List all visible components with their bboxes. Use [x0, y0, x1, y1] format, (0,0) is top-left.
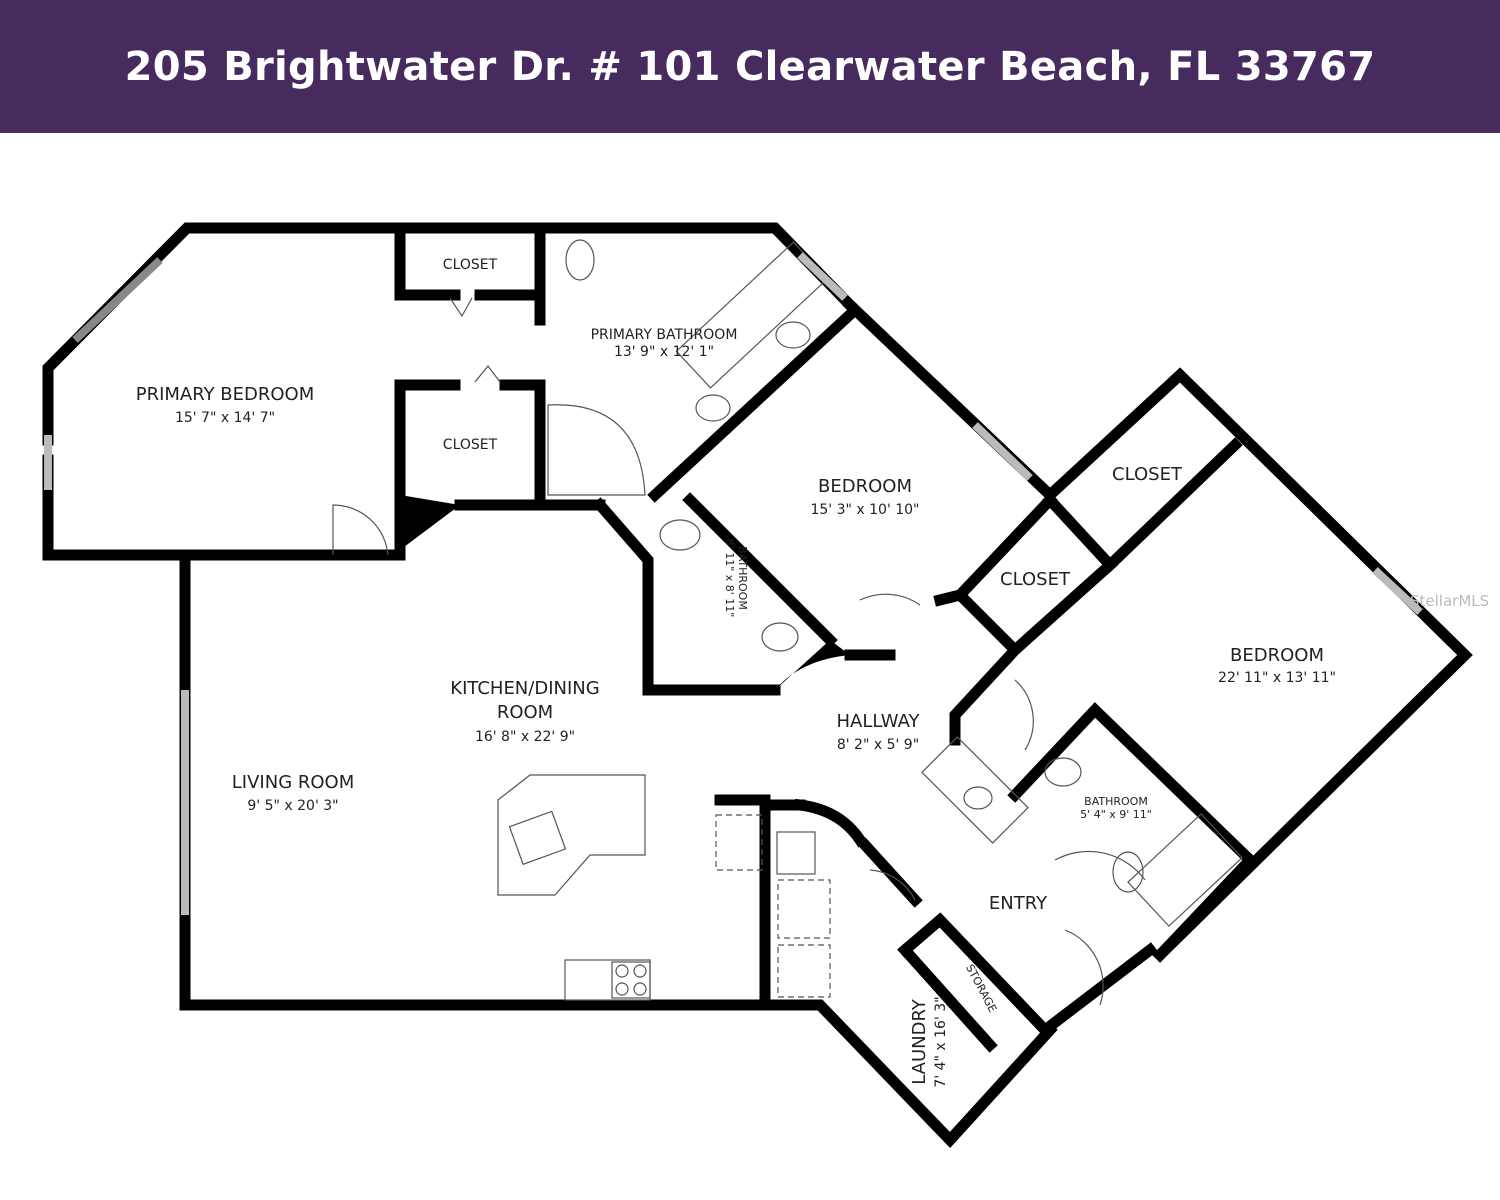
island-sink-icon	[508, 810, 567, 866]
fridge-icon	[715, 814, 763, 871]
primary-bathroom-dims: 13' 9" x 12' 1"	[614, 344, 714, 360]
living-room-dims: 9' 5" x 20' 3"	[247, 798, 338, 814]
bathtub-icon	[547, 404, 646, 496]
hall-vanity	[921, 736, 1029, 844]
room-labels: PRIMARY BEDROOM 15' 7" x 14' 7" CLOSET C…	[136, 257, 1336, 1088]
watermark: StellarMLS	[1410, 592, 1489, 610]
laundry-dims: 7' 4" x 16' 3"	[933, 996, 949, 1087]
closet-label: CLOSET	[1000, 569, 1071, 590]
closet-label: CLOSET	[1112, 464, 1183, 485]
laundry-sink-icon	[776, 831, 816, 875]
sink-icon	[1044, 757, 1082, 787]
fixtures	[497, 239, 1243, 1001]
primary-bedroom-label: PRIMARY BEDROOM	[136, 384, 315, 405]
closet-label: CLOSET	[443, 437, 498, 453]
entry-label: ENTRY	[989, 893, 1048, 914]
interior-walls	[394, 229, 1258, 1053]
toilet-icon	[1112, 851, 1144, 893]
hallway-dims: 8' 2" x 5' 9"	[837, 737, 919, 753]
toilet-icon	[659, 519, 701, 551]
bathroom-dims: 8' 11" x 8' 11"	[723, 539, 736, 618]
primary-bedroom-dims: 15' 7" x 14' 7"	[175, 410, 275, 426]
sink-icon	[761, 622, 799, 652]
hallway-label: HALLWAY	[837, 711, 921, 732]
bathroom-dims: 5' 4" x 9' 11"	[1080, 808, 1152, 821]
address-title: 205 Brightwater Dr. # 101 Clearwater Bea…	[124, 43, 1376, 90]
bedroom-dims: 22' 11" x 13' 11"	[1218, 670, 1336, 686]
bedroom-dims: 15' 3" x 10' 10"	[810, 502, 919, 518]
closet-label: CLOSET	[443, 257, 498, 273]
stove-icon	[611, 961, 651, 999]
kitchen-dining-label-line2: ROOM	[497, 702, 553, 723]
bedroom-label: BEDROOM	[1230, 645, 1324, 666]
toilet-icon	[565, 239, 595, 281]
bathroom-label: BATHROOM	[1084, 795, 1148, 808]
kitchen-dining-dims: 16' 8" x 22' 9"	[475, 729, 575, 745]
kitchen-island	[497, 774, 646, 896]
address-header: 205 Brightwater Dr. # 101 Clearwater Bea…	[0, 0, 1500, 133]
bathtub-icon	[1127, 813, 1243, 927]
washer-icon	[777, 879, 831, 939]
bathroom-label: BATHROOM	[736, 546, 749, 610]
living-room-label: LIVING ROOM	[232, 772, 354, 793]
kitchen-dining-label: KITCHEN/DINING	[450, 678, 599, 699]
windows	[44, 252, 1423, 915]
bedroom-label: BEDROOM	[818, 476, 912, 497]
primary-bathroom-label: PRIMARY BATHROOM	[591, 327, 738, 343]
doors	[332, 297, 1146, 1006]
laundry-label: LAUNDRY	[909, 998, 930, 1085]
dryer-icon	[777, 944, 831, 998]
